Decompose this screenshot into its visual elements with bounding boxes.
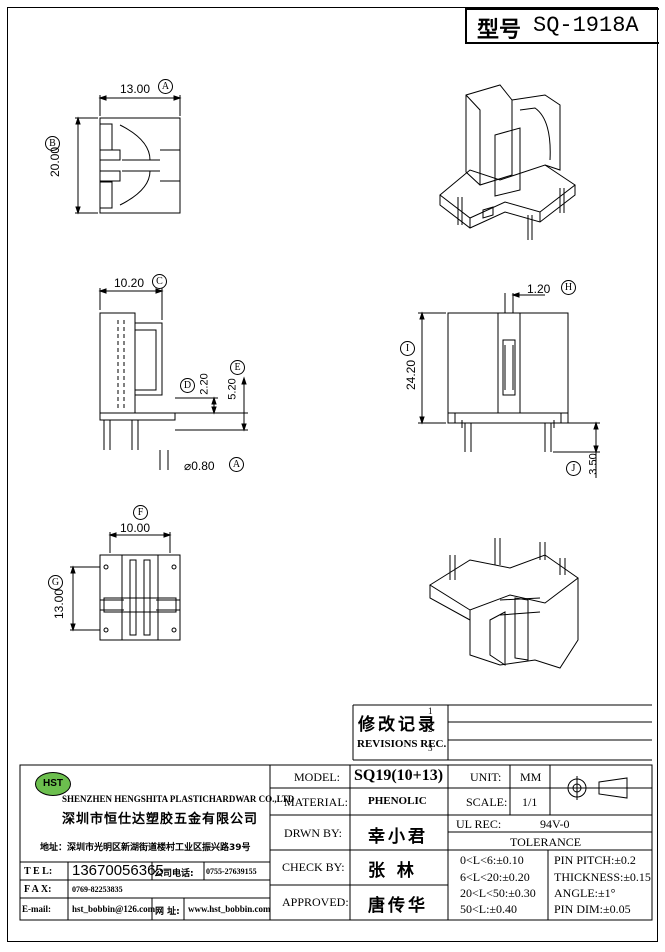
model-field-label: MODEL: xyxy=(294,770,340,784)
callout-b: B xyxy=(45,136,60,151)
pin-pitch: PIN PITCH:±0.2 xyxy=(554,853,636,867)
unit-label: UNIT: xyxy=(470,770,502,784)
front-view xyxy=(418,292,600,478)
top-view xyxy=(75,95,182,215)
web-label: 网 址: xyxy=(155,907,180,917)
revisions-cn: 修改记录 xyxy=(358,715,438,735)
model-title-box: 型号 SQ-1918A xyxy=(465,8,659,44)
callout-c: C xyxy=(152,274,167,289)
check-value: 张 林 xyxy=(368,861,414,881)
tolerance-4: 50<L:±0.40 xyxy=(460,902,518,916)
title-block xyxy=(19,704,653,921)
model-label: 型号 xyxy=(477,18,522,43)
material-label: MATERIAL: xyxy=(284,795,348,809)
company-address: 地址：深圳市光明区新湖街道楼村工业区振兴路39号 xyxy=(40,843,251,853)
dim-i: 24.20 xyxy=(404,359,419,391)
fax-label: F A X: xyxy=(24,884,52,895)
model-field-value: SQ19(10+13) xyxy=(354,767,444,784)
tolerance-3: 20<L<50:±0.30 xyxy=(460,886,536,900)
dim-g: 13.00 xyxy=(52,588,67,620)
scale-label: SCALE: xyxy=(466,795,508,809)
unit-value: MM xyxy=(520,770,542,784)
callout-i: I xyxy=(400,341,415,356)
check-label: CHECK BY: xyxy=(282,860,345,874)
revision-mark-3: 3 xyxy=(428,743,433,753)
thickness: THICKNESS:±0.15 xyxy=(554,870,651,884)
logo-text: HST xyxy=(43,778,63,789)
approved-label: APPROVED: xyxy=(282,895,349,909)
iso-view-top xyxy=(439,84,576,240)
projection-symbol-icon xyxy=(565,776,631,800)
model-number: SQ-1918A xyxy=(533,13,639,38)
bottom-view xyxy=(70,532,181,641)
callout-f: F xyxy=(133,505,148,520)
phone-label: 公司电话: xyxy=(154,869,194,879)
company-logo: HST xyxy=(35,772,71,796)
dim-h: 1.20 xyxy=(527,282,551,296)
tel-label: T E L: xyxy=(24,866,53,877)
approved-value: 唐传华 xyxy=(368,896,428,916)
callout-a: A xyxy=(158,79,173,94)
tolerance-2: 6<L<20:±0.20 xyxy=(460,870,530,884)
callout-h: H xyxy=(561,280,576,295)
scale-value: 1/1 xyxy=(522,795,538,809)
email-value: hst_bobbin@126.com xyxy=(72,904,156,914)
callout-a2: A xyxy=(229,457,244,472)
drawn-value: 幸小君 xyxy=(368,827,428,847)
material-value: PHENOLIC xyxy=(368,795,427,807)
tolerance-1: 0<L<6:±0.10 xyxy=(460,853,524,867)
callout-d: D xyxy=(180,378,195,393)
ul-label: UL REC: xyxy=(456,817,502,831)
dim-j: 3.50 xyxy=(587,453,600,475)
pin-dim: PIN DIM:±0.05 xyxy=(554,902,631,916)
tolerance-label: TOLERANCE xyxy=(510,835,582,849)
callout-g: G xyxy=(48,575,63,590)
dim-b: 20.00 xyxy=(48,146,63,178)
dim-c: 10.20 xyxy=(114,276,145,290)
sheet-border xyxy=(7,7,658,942)
revisions-en: REVISIONS REC. xyxy=(357,738,447,750)
dim-f: 10.00 xyxy=(120,521,151,535)
dim-e: 5.20 xyxy=(226,378,239,400)
revision-mark-2: 2 xyxy=(428,724,433,734)
dim-a: 13.00 xyxy=(120,82,151,96)
company-name-cn: 深圳市恒仕达塑胶五金有限公司 xyxy=(62,812,259,827)
web-value: www.hst_bobbin.com xyxy=(188,904,271,914)
dim-d: 2.20 xyxy=(198,373,211,395)
ul-value: 94V-0 xyxy=(540,817,570,831)
revision-mark-1: 1 xyxy=(428,706,433,716)
tel-value: 13670056365 xyxy=(72,862,164,879)
callout-j: J xyxy=(566,461,581,476)
phone-value: 0755-27639155 xyxy=(206,867,257,876)
email-label: E-mail: xyxy=(22,904,51,914)
fax-value: 0769-82253835 xyxy=(72,885,123,894)
angle: ANGLE:±1° xyxy=(554,886,616,900)
callout-e: E xyxy=(230,360,245,375)
dim-pin: ⌀0.80 xyxy=(184,459,215,473)
company-name-en: SHENZHEN HENGSHITA PLASTICHARDWAR CO.,LT… xyxy=(62,794,295,804)
side-view xyxy=(98,288,248,470)
drawn-label: DRWN BY: xyxy=(284,826,342,840)
iso-view-bottom xyxy=(429,538,579,669)
